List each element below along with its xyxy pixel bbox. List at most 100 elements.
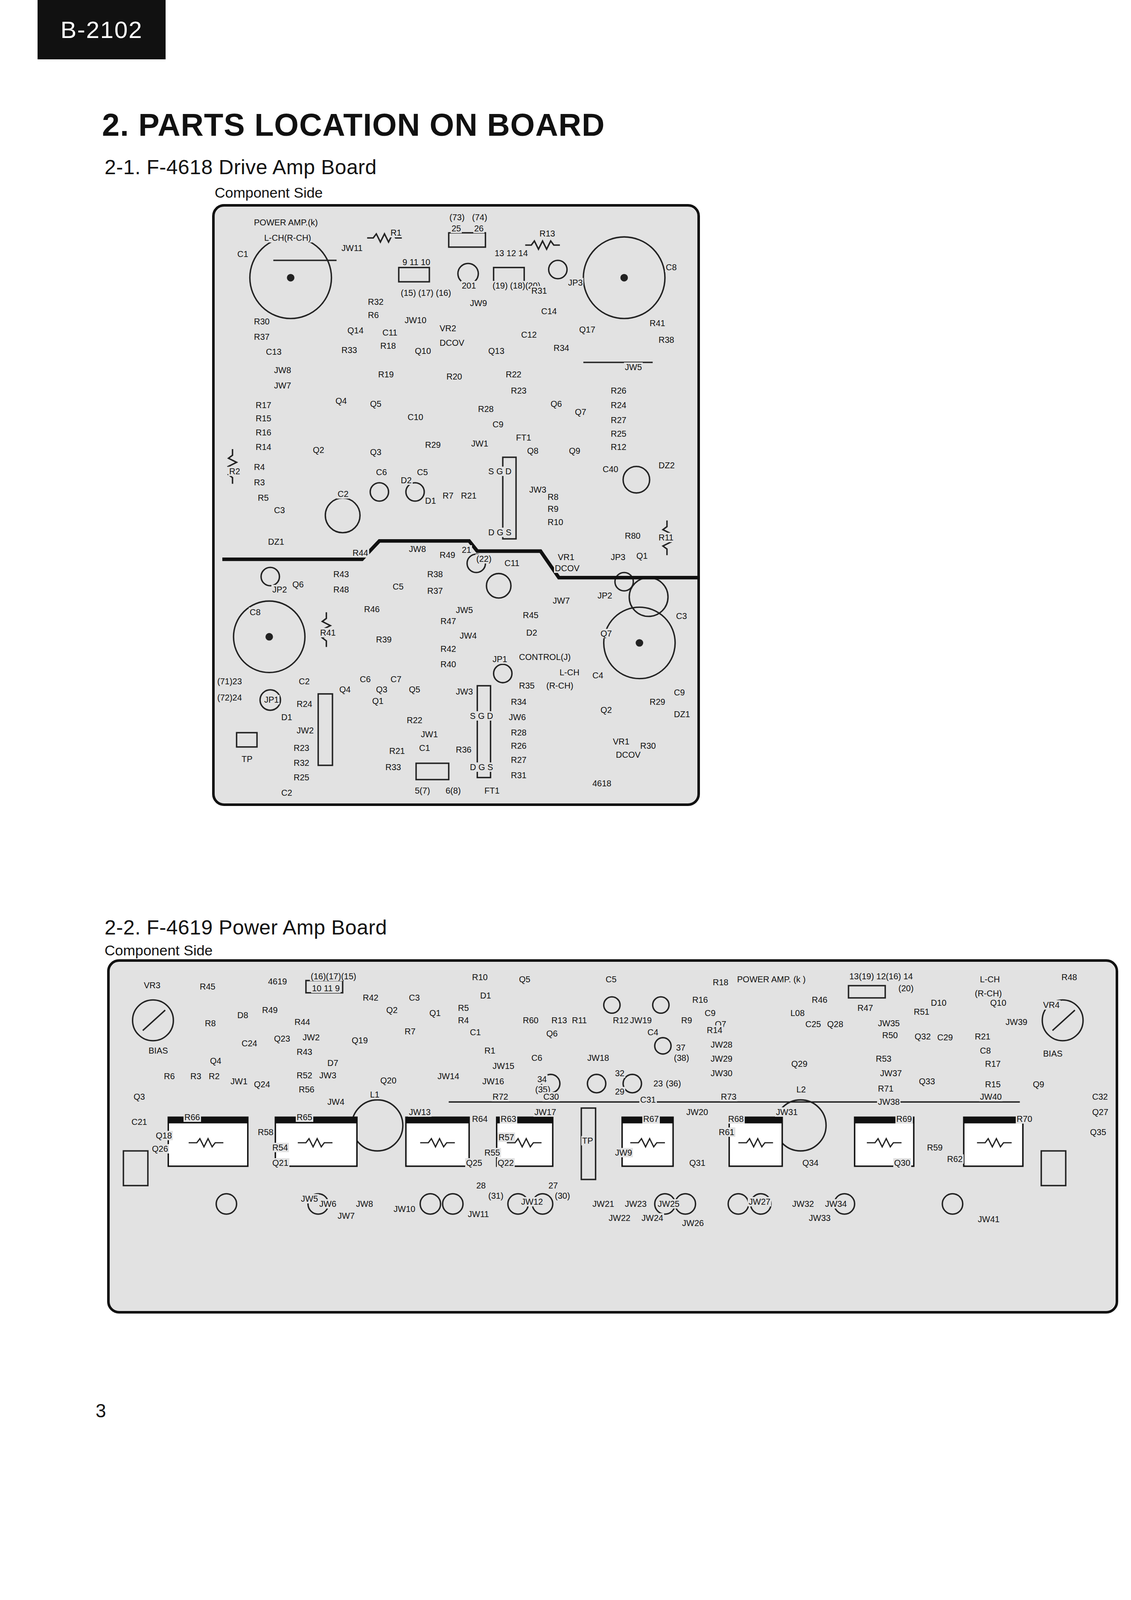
part-label: R44 [351,548,370,558]
part-label: Q7 [599,628,613,639]
part-label: R1 [389,227,403,238]
part-label: R34 [510,696,528,707]
part-label: JW31 [775,1107,799,1117]
part-label: R42 [439,644,458,654]
part-label: JP1 [491,654,508,664]
part-label: R5 [457,1002,470,1013]
part-label: 9 11 10 [401,257,432,267]
tag-text: B-2102 [60,15,143,44]
part-label: R60 [521,1015,540,1025]
part-label: R38 [657,335,676,345]
board-heading: 2-1. F-4618 Drive Amp Board [104,155,377,179]
part-label: JW12 [520,1196,544,1207]
part-label: Q30 [893,1157,912,1168]
part-label: R1 [483,1045,497,1056]
part-label: C9 [673,687,686,697]
part-label: C40 [601,464,620,474]
part-label: Q34 [801,1157,820,1168]
part-label: L-CH [558,667,581,677]
part-label: (22) [475,553,493,564]
part-label: D8 [236,1010,250,1020]
part-label: (31) [487,1190,505,1201]
part-label: C30 [542,1091,560,1102]
part-label: FT1 [515,432,533,443]
part-label: Q24 [253,1079,272,1089]
part-label: C2 [280,787,294,798]
part-label: R64 [471,1113,489,1124]
part-label: JW39 [1004,1017,1029,1027]
part-label: R49 [438,550,457,560]
part-label: JW25 [656,1198,681,1209]
part-label: R50 [881,1030,899,1040]
part-label: C5 [416,467,429,477]
part-label: R26 [510,740,528,751]
part-label: Q33 [918,1076,936,1086]
part-label: R8 [546,492,560,502]
part-label: R66 [183,1112,202,1122]
part-label: Q3 [369,447,383,457]
part-label: C25 [804,1019,823,1029]
part-label: JW26 [681,1218,705,1228]
part-label: JW2 [295,725,315,735]
part-label: C1 [236,249,250,259]
part-label: C3 [675,611,688,621]
part-label: JW8 [273,365,292,375]
part-label: R17 [254,400,273,410]
part-label: Q6 [549,399,563,409]
part-label: R4 [253,462,266,472]
part-label: L2 [795,1084,807,1094]
part-label: JW9 [614,1147,633,1158]
part-label: R22 [405,715,424,725]
part-label: FT1 [483,785,501,796]
part-label: R23 [292,743,311,753]
part-label: R25 [292,772,311,782]
part-label: JP3 [609,552,627,562]
part-label: R30 [639,740,657,751]
part-label: 28 [475,1180,487,1190]
part-label: R42 [361,992,380,1003]
part-label: JW5 [300,1193,319,1204]
part-label: R48 [1060,972,1079,982]
part-label: R2 [228,466,242,476]
part-label: JW6 [507,712,527,722]
part-label: C14 [540,306,558,316]
part-label: R69 [895,1113,913,1124]
part-label: JW41 [976,1214,1001,1224]
part-label: R43 [295,1046,314,1057]
part-label: Q1 [635,550,649,561]
part-label: R48 [332,584,350,595]
part-label: S G D [487,466,513,476]
part-label: R11 [571,1015,588,1025]
part-label: (72)24 [216,692,243,703]
part-label: R19 [377,369,395,379]
part-label: R53 [874,1053,893,1064]
part-label: R28 [510,727,528,738]
part-label: R62 [946,1154,964,1164]
part-label: C6 [530,1052,544,1063]
part-label: R28 [477,404,495,414]
part-label: R61 [717,1127,736,1137]
part-label: R14 [254,442,273,452]
part-label: Q3 [375,684,389,694]
part-label: (73) [448,212,466,222]
part-label: JW9 [469,298,488,308]
part-label: VR2 [438,323,458,333]
part-label: R12 [612,1015,630,1025]
part-label: JW29 [709,1053,734,1064]
part-label: JW5 [623,362,643,372]
part-label: (74) [471,212,489,222]
part-label: C7 [389,674,403,684]
part-label: VR1 [556,552,576,562]
part-label: R34 [552,343,571,353]
part-label: Q4 [338,684,352,694]
part-label: Q1 [371,696,385,706]
part-label: Q9 [568,445,582,456]
part-label: R32 [367,297,385,307]
part-label: R52 [295,1070,314,1080]
part-label: JW1 [470,438,490,449]
part-label: JW4 [458,630,478,641]
part-label: Q35 [1089,1127,1108,1137]
part-label: C32 [1091,1091,1109,1102]
part-label: R37 [426,585,444,596]
part-label: R27 [510,754,528,765]
